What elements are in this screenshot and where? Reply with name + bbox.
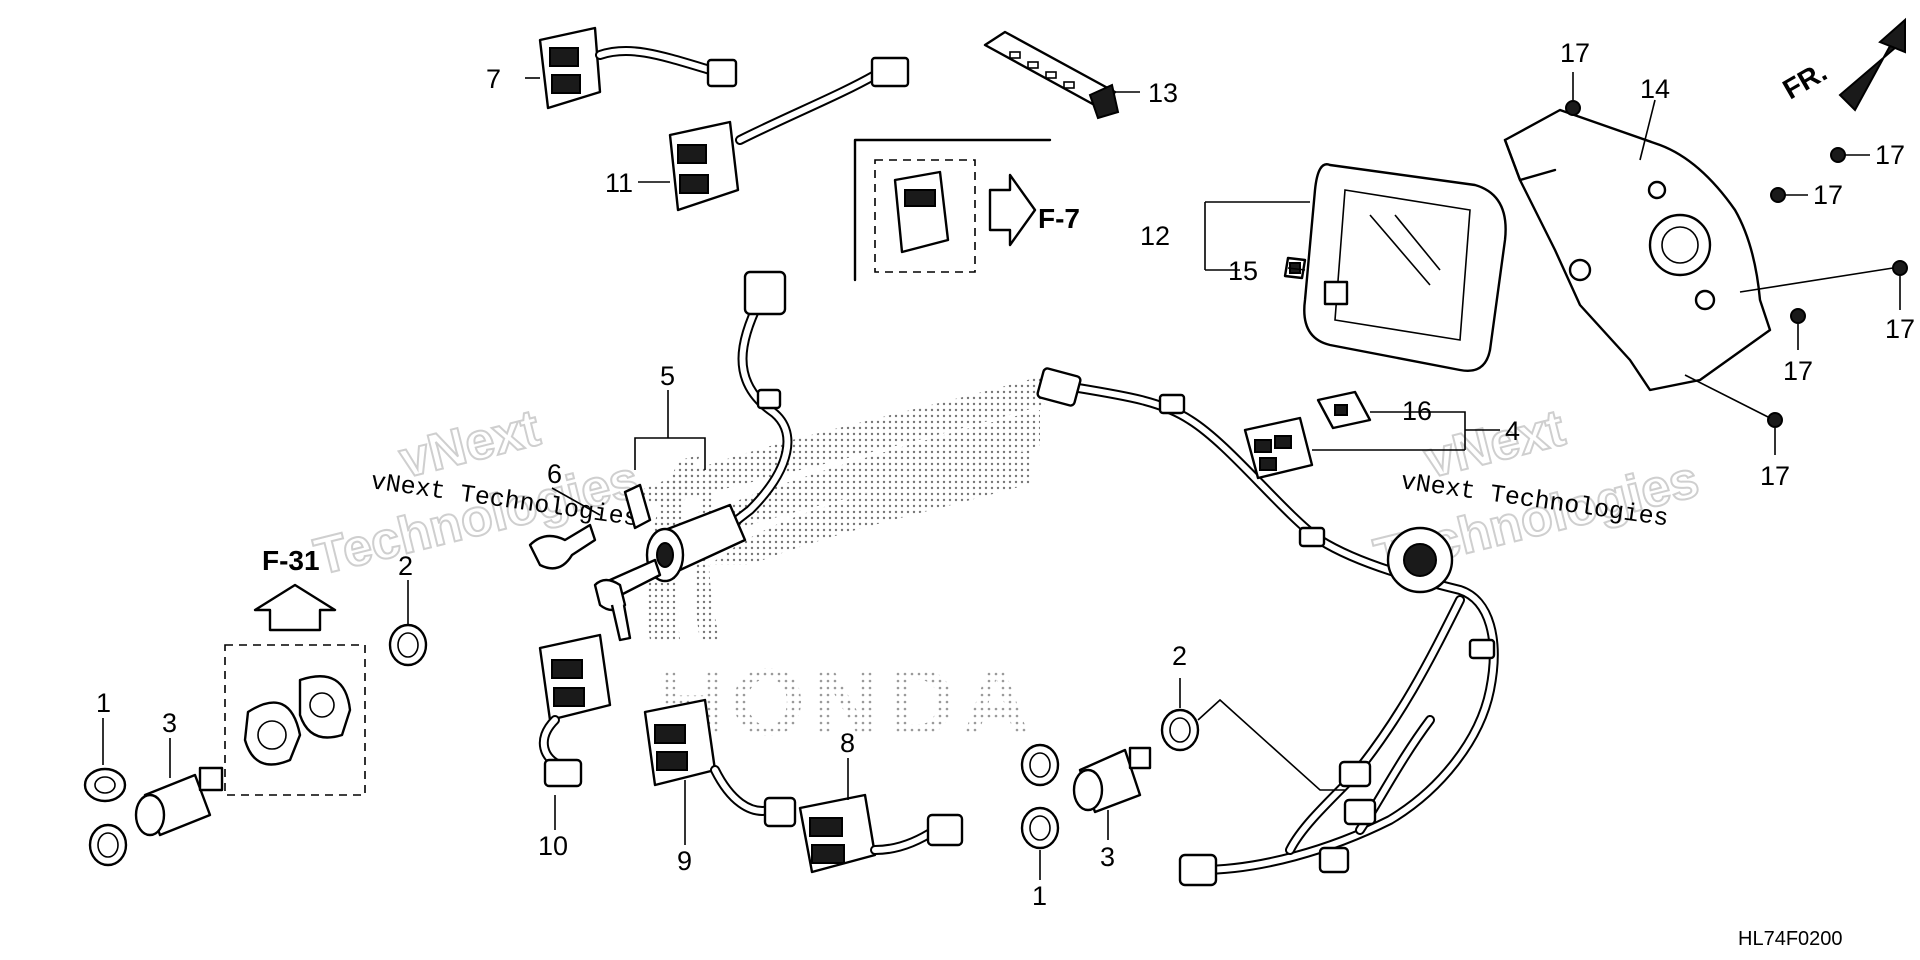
bolt-17-b bbox=[1830, 147, 1846, 163]
ref-f7-box: F-7 bbox=[853, 138, 1080, 282]
callout-1-right: 1 bbox=[1032, 881, 1047, 911]
callout-6: 6 bbox=[547, 459, 562, 489]
callout-11: 11 bbox=[605, 168, 633, 198]
callout-numbers: 7 11 13 5 6 12 15 14 17 17 17 17 17 17 1… bbox=[96, 38, 1915, 911]
callout-17-d: 17 bbox=[1885, 314, 1915, 344]
callout-2-left: 2 bbox=[398, 551, 413, 581]
callout-1-left: 1 bbox=[96, 688, 111, 718]
diagram-code: HL74F0200 bbox=[1738, 928, 1843, 950]
honda-wing-logo bbox=[620, 375, 1045, 640]
front-direction-arrow: FR. bbox=[1778, 17, 1906, 112]
switch-8 bbox=[798, 793, 964, 874]
callout-17-b: 17 bbox=[1875, 140, 1905, 170]
socket-left-group bbox=[83, 623, 428, 867]
callout-4: 4 bbox=[1505, 416, 1520, 446]
callout-3-right: 3 bbox=[1100, 842, 1115, 872]
switch-7 bbox=[538, 26, 738, 110]
socket-cap-1-left bbox=[83, 767, 128, 867]
callout-17-e: 17 bbox=[1783, 356, 1813, 386]
callout-12: 12 bbox=[1140, 221, 1170, 251]
grommet-2-left bbox=[388, 623, 428, 667]
meter-assembly bbox=[1303, 163, 1507, 372]
callout-9: 9 bbox=[677, 846, 692, 876]
bolt-17-a bbox=[1565, 100, 1581, 116]
socket-body-3-left bbox=[134, 766, 224, 837]
socket-right-group bbox=[1020, 708, 1200, 850]
part-15-clip bbox=[1283, 256, 1307, 280]
switch-9 bbox=[643, 698, 797, 828]
leader-lines bbox=[102, 72, 1901, 880]
callout-7: 7 bbox=[486, 64, 501, 94]
callout-17-c: 17 bbox=[1813, 180, 1843, 210]
honda-brand-text: HONDA bbox=[655, 649, 1037, 756]
callout-8: 8 bbox=[840, 728, 855, 758]
ref-f7-label: F-7 bbox=[1038, 203, 1080, 234]
callout-10: 10 bbox=[538, 831, 568, 861]
callout-17-f: 17 bbox=[1760, 461, 1790, 491]
socket-body-3-right bbox=[1072, 746, 1152, 814]
part-16 bbox=[1316, 390, 1372, 430]
bolt-17-f bbox=[1767, 412, 1783, 428]
ref-f31-box: F-31 bbox=[224, 545, 366, 796]
switch-10 bbox=[538, 633, 612, 788]
watermark-left: vNext Technologies vNext Technologies bbox=[308, 398, 645, 588]
callout-5: 5 bbox=[660, 361, 675, 391]
part-4-connector-block bbox=[1243, 416, 1314, 480]
callout-14: 14 bbox=[1640, 74, 1670, 104]
ref-f31-label: F-31 bbox=[262, 545, 320, 576]
callout-16: 16 bbox=[1402, 396, 1432, 426]
ignition-switch-assembly bbox=[528, 270, 793, 642]
bolt-17-c bbox=[1770, 187, 1786, 203]
callout-3-left: 3 bbox=[162, 708, 177, 738]
grommet-2-right bbox=[1160, 708, 1200, 752]
callout-17-a: 17 bbox=[1560, 38, 1590, 68]
switch-11 bbox=[668, 56, 910, 212]
part-13-switch-strip bbox=[983, 30, 1120, 120]
bolts-17 bbox=[1565, 100, 1908, 428]
main-wire-harness bbox=[1036, 367, 1499, 887]
callout-15: 15 bbox=[1228, 256, 1258, 286]
callout-13: 13 bbox=[1148, 78, 1178, 108]
front-direction-label: FR. bbox=[1778, 56, 1833, 105]
meter-cover-14 bbox=[1503, 108, 1772, 392]
socket-cap-1-right bbox=[1020, 743, 1060, 850]
bolt-17-d bbox=[1892, 260, 1908, 276]
bolt-17-e bbox=[1790, 308, 1806, 324]
callout-2-right: 2 bbox=[1172, 641, 1187, 671]
